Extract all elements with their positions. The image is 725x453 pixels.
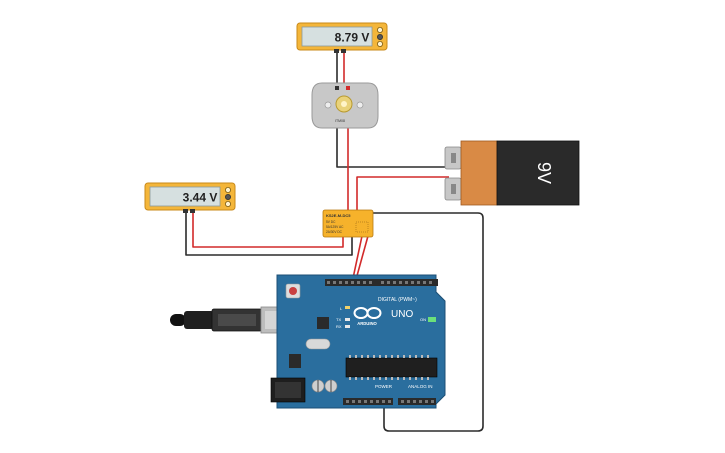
relay[interactable]: KS2E-M-DC5 5V DC 5A/125V AC 2A/30V DC: [322, 209, 374, 238]
voltage-reading: 8.79 V: [335, 31, 370, 45]
rx-led: [345, 325, 350, 328]
on-led: [428, 317, 436, 322]
dc-motor[interactable]: ITM08: [311, 82, 379, 129]
battery-copper-top: [460, 140, 498, 206]
lcd-display: [301, 26, 373, 47]
on-label: ON: [420, 317, 426, 322]
battery-body: [496, 140, 580, 206]
screw-icon: [356, 101, 364, 109]
multimeter-top[interactable]: 8.79 V: [296, 22, 388, 53]
terminal-icon[interactable]: [376, 34, 383, 41]
model-label: UNO: [391, 309, 413, 320]
arduino-logo-icon: [353, 307, 382, 319]
wire-relay-arduino-gnd[interactable]: [372, 212, 484, 432]
crystal: [305, 338, 331, 350]
multimeter-left[interactable]: 3.44 V: [144, 182, 236, 213]
battery-9v[interactable]: 9V: [444, 140, 580, 206]
wire-battery-red-relay[interactable]: [356, 176, 449, 212]
power-header[interactable]: [343, 398, 393, 405]
relay-title: KS2E-M-DC5: [326, 213, 351, 218]
terminal-icon[interactable]: [376, 41, 383, 48]
probe-connector: [334, 49, 339, 53]
terminal-icon[interactable]: [224, 186, 231, 193]
relay-spec-3: 2A/30V DC: [326, 230, 343, 234]
usb-chip: [317, 317, 329, 329]
relay-spec-1: 5V DC: [326, 220, 336, 224]
atmega-chip: [345, 357, 438, 378]
brand-label: ARDUINO: [357, 321, 377, 326]
analog-header[interactable]: [398, 398, 436, 405]
wire-left-meter-black[interactable]: [185, 210, 353, 256]
power-label: POWER: [375, 384, 393, 389]
relay-spec-2: 5A/125V AC: [326, 225, 344, 229]
tx-label: TX: [336, 317, 341, 322]
probe-connector: [341, 49, 346, 53]
digital-label: DIGITAL (PWM~): [378, 297, 417, 303]
probe-connector: [190, 209, 195, 213]
tx-led: [345, 318, 350, 321]
lcd-display: [149, 186, 221, 207]
voltage-regulator: [289, 354, 301, 368]
terminal-icon[interactable]: [224, 200, 231, 207]
wires: [185, 50, 484, 432]
wire-left-meter-red[interactable]: [192, 210, 344, 248]
analog-label: ANALOG IN: [408, 384, 433, 389]
arduino-uno[interactable]: DIGITAL (PWM~) L TX RX ON ARDUINO UNO: [270, 274, 446, 409]
l-led: [345, 306, 350, 309]
terminal-icon[interactable]: [376, 26, 383, 33]
terminal-icon[interactable]: [224, 193, 231, 200]
wire-motor-black-battery[interactable]: [336, 124, 449, 168]
l-led-label: L: [340, 306, 343, 311]
voltage-reading: 3.44 V: [183, 191, 218, 205]
battery-label: 9V: [534, 162, 554, 184]
probe-connector: [183, 209, 188, 213]
motor-label: ITM08: [335, 119, 345, 123]
rx-label: RX: [336, 324, 342, 329]
screw-icon: [324, 101, 332, 109]
